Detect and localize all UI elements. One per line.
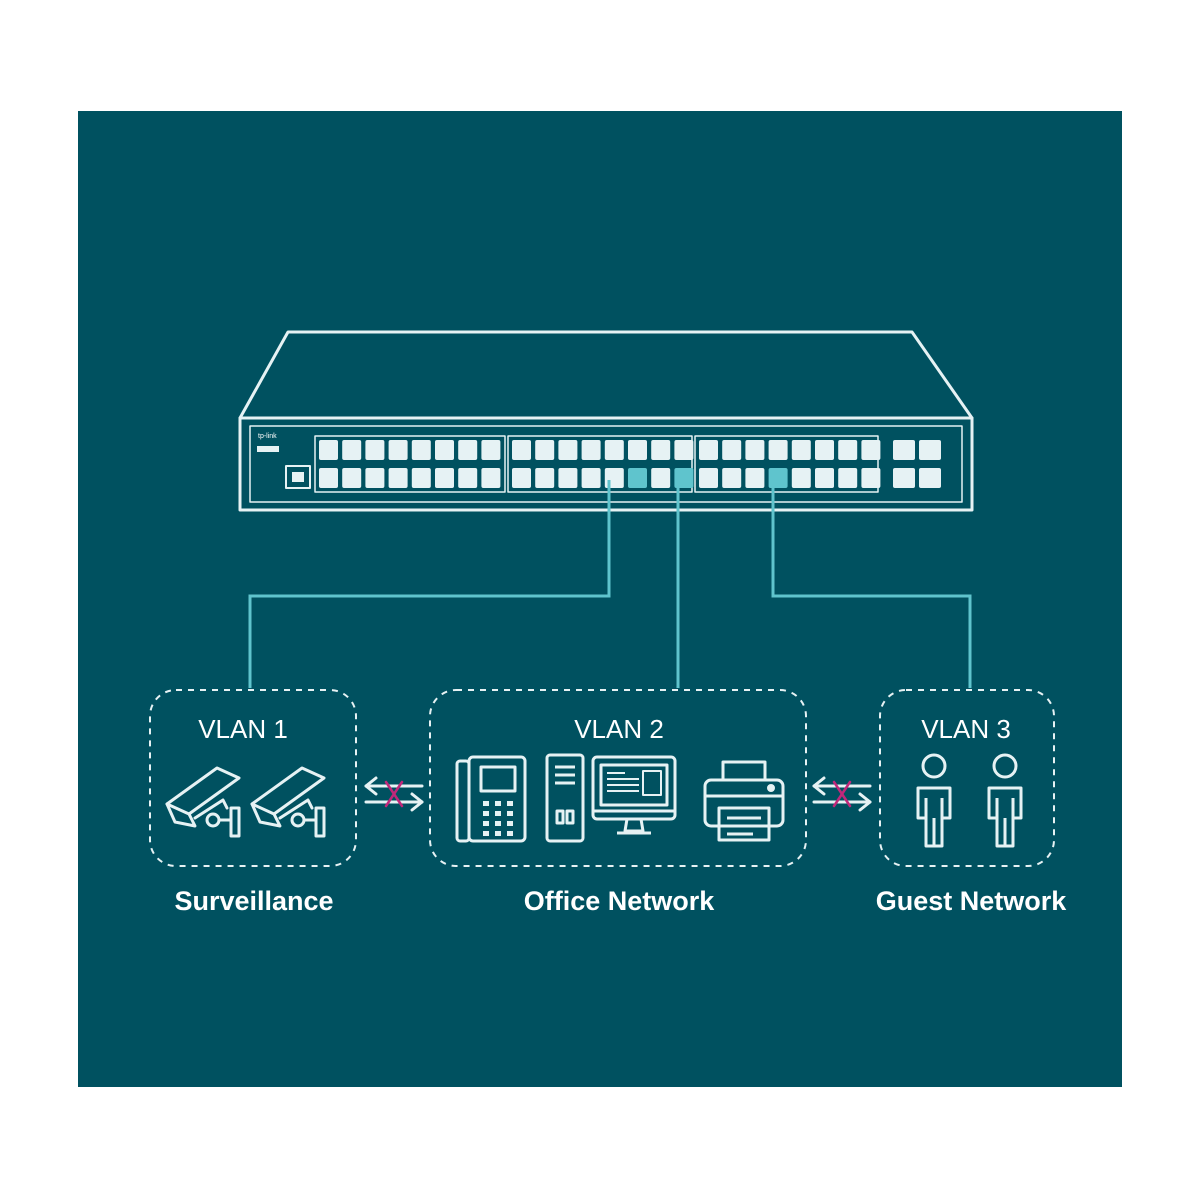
pc-tower <box>545 753 585 843</box>
ip-phone-icon <box>455 755 527 843</box>
ethernet-port <box>722 468 742 488</box>
ethernet-port <box>558 440 578 460</box>
ethernet-port <box>838 468 858 488</box>
ethernet-port <box>628 440 647 460</box>
ethernet-port <box>628 468 647 488</box>
ethernet-port <box>512 468 531 488</box>
security-camera-icon <box>165 766 241 838</box>
vlan-1-box <box>149 689 357 867</box>
person-icon <box>987 753 1023 848</box>
ethernet-port <box>535 440 555 460</box>
ethernet-port <box>365 468 385 488</box>
desktop-computer-icon <box>545 753 677 843</box>
cable-vlan-3 <box>771 480 972 688</box>
vlan-2-name: Office Network <box>524 886 716 916</box>
ethernet-port <box>745 468 765 488</box>
blocked-traffic-icon <box>812 776 872 812</box>
port-block-3 <box>694 435 879 493</box>
diagram-background <box>78 111 1122 1087</box>
ethernet-port <box>512 440 531 460</box>
blocked-traffic-icon <box>364 776 424 812</box>
ethernet-port <box>861 440 881 460</box>
ethernet-port <box>411 440 431 460</box>
ethernet-port <box>581 468 601 488</box>
ethernet-port <box>651 468 671 488</box>
person-icon <box>916 753 952 848</box>
ethernet-port <box>342 440 362 460</box>
ethernet-port <box>435 440 454 460</box>
ethernet-port <box>581 440 601 460</box>
port-block-2 <box>507 435 693 493</box>
sfp-port <box>893 468 915 488</box>
ethernet-port <box>768 440 788 460</box>
switch-front-inner <box>249 425 963 503</box>
cable-vlan-1 <box>248 480 611 688</box>
vlan-2-box <box>429 689 807 867</box>
ethernet-port <box>604 440 624 460</box>
ethernet-port <box>388 440 408 460</box>
vlan-2-label: VLAN 2 <box>574 714 664 744</box>
security-camera-icon <box>250 766 326 838</box>
ethernet-port <box>435 468 454 488</box>
ethernet-port <box>791 440 811 460</box>
pc-monitor <box>591 755 677 821</box>
console-port <box>285 465 311 489</box>
console-port-inner <box>292 472 304 482</box>
ethernet-port <box>838 440 858 460</box>
ethernet-port <box>558 468 578 488</box>
ethernet-port <box>481 440 501 460</box>
ethernet-port <box>861 468 881 488</box>
ethernet-port <box>722 440 742 460</box>
vlan-3-label: VLAN 3 <box>921 714 1011 744</box>
network-switch <box>238 330 974 512</box>
port-block-1 <box>314 435 506 493</box>
ethernet-port <box>319 440 338 460</box>
ethernet-port <box>699 468 718 488</box>
switch-brand-logo: tp-link <box>258 433 277 440</box>
vlan-1-label: VLAN 1 <box>198 714 288 744</box>
ethernet-port <box>319 468 338 488</box>
ethernet-ports <box>319 440 881 488</box>
vlan-cables <box>248 480 972 688</box>
ethernet-port <box>815 468 834 488</box>
ethernet-port <box>365 440 385 460</box>
sfp-port <box>919 468 941 488</box>
sfp-port <box>893 440 915 460</box>
ethernet-port <box>815 440 834 460</box>
sfp-port <box>919 440 941 460</box>
vlan-1-name: Surveillance <box>174 886 333 916</box>
switch-front-panel <box>238 416 974 512</box>
vlan-3-box <box>879 689 1055 867</box>
ethernet-port <box>535 468 555 488</box>
ethernet-port <box>342 468 362 488</box>
vlan-3-name: Guest Network <box>876 886 1068 916</box>
printer-icon <box>703 760 785 842</box>
vlan-boxes <box>149 689 1055 867</box>
ethernet-port <box>745 440 765 460</box>
ethernet-port <box>388 468 408 488</box>
switch-model-plate <box>257 446 279 452</box>
ethernet-port <box>768 468 788 488</box>
sfp-ports <box>893 440 941 488</box>
ethernet-port <box>651 440 671 460</box>
ethernet-port <box>674 440 694 460</box>
ethernet-port <box>458 440 478 460</box>
ethernet-port <box>458 468 478 488</box>
ethernet-port <box>411 468 431 488</box>
ethernet-port <box>699 440 718 460</box>
ethernet-port <box>791 468 811 488</box>
ethernet-port <box>481 468 501 488</box>
